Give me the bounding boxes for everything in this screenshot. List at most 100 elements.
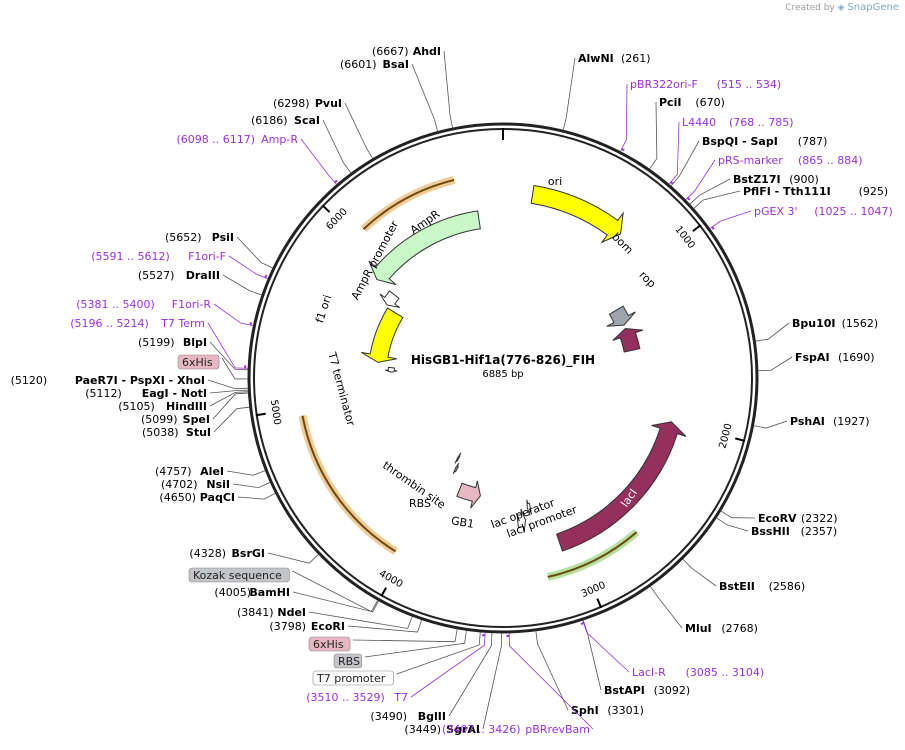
- enzyme-name: EcoRI: [311, 620, 345, 633]
- enzyme-leader: [444, 51, 453, 128]
- snapgene-credit: Created by ◈ SnapGene: [785, 2, 899, 13]
- boxed-label-text: 6xHis: [313, 638, 344, 651]
- feature-gb1: [457, 481, 481, 508]
- enzyme-leader: [323, 120, 351, 173]
- plasmid-name: HisGB1-Hif1a(776-826)_FIH: [411, 353, 595, 368]
- feature-t7_terminator: [385, 367, 397, 372]
- primer-site: T7(3510 .. 3529): [306, 691, 408, 704]
- enzyme-leader: [754, 421, 787, 428]
- primer-leader: [301, 139, 337, 185]
- enzyme-position: (5099): [141, 413, 178, 426]
- enzyme-site: ScaI(6186): [251, 114, 320, 127]
- enzyme-site: PaeR7I - PspXI - XhoI(5120): [11, 374, 205, 387]
- primer-leader: [710, 211, 751, 229]
- enzyme-name: BstAPI: [604, 684, 645, 697]
- enzyme-position: (3841): [237, 606, 274, 619]
- credit-brand: SnapGene: [847, 2, 899, 13]
- boxed-label-leader: [365, 630, 467, 657]
- enzyme-leader: [721, 511, 755, 518]
- enzyme-leader: [690, 179, 730, 204]
- enzyme-leader: [214, 407, 250, 432]
- primer-site: F1ori-R(5381 .. 5400): [76, 298, 211, 311]
- enzyme-site: BstAPI(3092): [604, 684, 690, 697]
- tick-mark: [381, 588, 386, 597]
- enzyme-leader: [694, 191, 740, 209]
- enzyme-name: MluI: [685, 622, 712, 635]
- enzyme-site: SphI(3301): [571, 704, 644, 717]
- primer-name: L4440: [682, 116, 716, 129]
- enzyme-leader: [563, 58, 575, 130]
- enzyme-site: EagI - NotI(5112): [85, 387, 207, 400]
- feature-thrombin: [455, 453, 461, 463]
- tick-mark: [693, 225, 701, 231]
- enzyme-name: PflFI - Tth111I: [743, 185, 831, 198]
- enzyme-site: PsiI (5652): [165, 231, 234, 244]
- enzyme-site: PaqCI(4650): [159, 491, 235, 504]
- enzyme-site: SpeI(5099): [141, 413, 210, 426]
- enzyme-position: (5527): [138, 269, 175, 282]
- enzyme-position: (1690): [838, 351, 875, 364]
- enzyme-position: (5652): [165, 231, 202, 244]
- enzyme-leader: [671, 141, 699, 186]
- enzyme-site: StuI(5038): [142, 426, 211, 439]
- enzyme-position: (3301): [607, 704, 644, 717]
- primer-name: pBRrevBam: [525, 723, 590, 736]
- enzyme-name: AhdI: [413, 45, 441, 58]
- snapgene-logo-icon: ◈: [838, 3, 845, 13]
- enzyme-name: FspAI: [795, 351, 830, 364]
- primer-range: (3510 .. 3529): [306, 691, 385, 704]
- enzyme-position: (1927): [833, 415, 870, 428]
- enzyme-name: BglII: [418, 710, 446, 723]
- feature-laci: [557, 422, 686, 551]
- primer-range: (3085 .. 3104): [686, 666, 765, 679]
- boxed-label-text: T7 promoter: [316, 672, 386, 685]
- enzyme-site: AhdI(6667): [372, 45, 441, 58]
- enzyme-site: BspQI - SapI(787): [702, 135, 827, 148]
- credit-prefix: Created by: [785, 3, 835, 13]
- enzyme-leader: [268, 553, 319, 563]
- enzyme-position: (4328): [189, 547, 226, 560]
- primer-leader: [214, 304, 253, 326]
- boxed-label-text: Kozak sequence: [193, 569, 282, 582]
- enzyme-name: PsiI: [212, 231, 234, 244]
- enzyme-leader: [208, 380, 248, 389]
- primer-name: LacI-R: [632, 666, 666, 679]
- enzyme-name: NdeI: [277, 606, 306, 619]
- tick-label: 4000: [377, 568, 405, 590]
- feature-rbs: [453, 463, 459, 474]
- enzyme-leader: [683, 559, 716, 586]
- enzyme-leader: [755, 323, 789, 341]
- enzyme-site: EcoRI(3798): [269, 620, 345, 633]
- enzyme-position: (3449): [404, 723, 441, 736]
- primer-site: pBR322ori-F(515 .. 534): [630, 78, 781, 91]
- enzyme-leader: [412, 64, 438, 132]
- feature-label: rop: [637, 269, 659, 291]
- orf-arc-left: [303, 416, 396, 552]
- enzyme-name: PvuI: [315, 97, 342, 110]
- enzyme-name: PaeR7I - PspXI - XhoI: [75, 374, 205, 387]
- enzyme-name: BssHII: [751, 525, 790, 538]
- enzyme-position: (4005): [214, 586, 251, 599]
- primer-mark: [671, 182, 673, 184]
- tick-label: 3000: [580, 580, 608, 600]
- enzyme-leader: [649, 102, 656, 169]
- enzyme-site: DraIII(5527): [138, 269, 220, 282]
- primer-mark: [581, 623, 584, 624]
- enzyme-name: BlpI: [183, 336, 207, 349]
- enzyme-leader: [449, 633, 492, 716]
- primer-name: pRS-marker: [718, 154, 783, 167]
- enzyme-leader: [536, 631, 568, 710]
- enzyme-site: BsaI(6601): [340, 58, 409, 71]
- primer-site: L4440(768 .. 785): [682, 116, 794, 129]
- enzyme-position: (925): [859, 185, 889, 198]
- enzyme-site: PvuI(6298): [273, 97, 342, 110]
- feature-f1_ori: [361, 308, 403, 362]
- enzyme-site: EcoRV(2322): [758, 512, 838, 525]
- enzyme-position: (4757): [155, 465, 192, 478]
- enzyme-site: BsrGI(4328): [189, 547, 265, 560]
- enzyme-leader: [227, 470, 265, 475]
- primer-name: F1ori-F: [188, 250, 226, 263]
- enzyme-position: (2322): [801, 512, 838, 525]
